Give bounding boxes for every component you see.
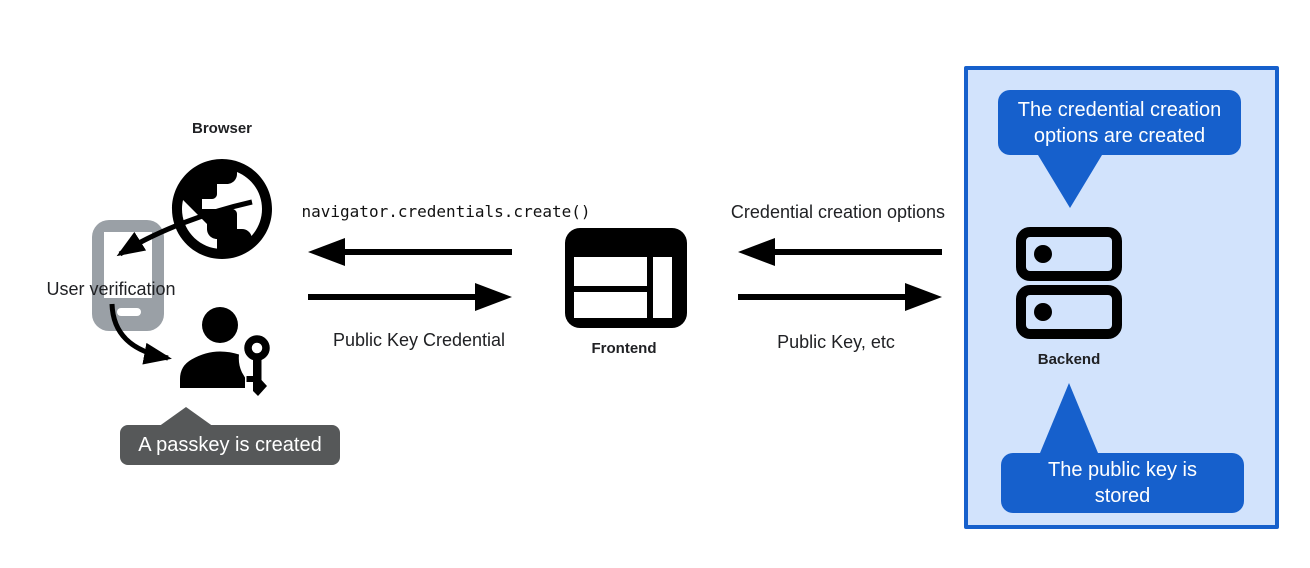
server-icon xyxy=(1016,227,1122,339)
backend-tooltip-top-line1: The credential creation xyxy=(1017,98,1222,121)
arrow-create-call xyxy=(308,238,512,266)
arrow-public-key-etc xyxy=(738,283,942,311)
create-call-label: navigator.credentials.create() xyxy=(301,202,591,221)
arrow-credential-creation-options xyxy=(738,238,942,266)
passkey-tooltip-text: A passkey is created xyxy=(138,433,322,456)
browser-label: Browser xyxy=(191,120,253,137)
user-verification-label: User verification xyxy=(46,279,176,299)
backend-label: Backend xyxy=(1037,351,1101,368)
passkey-user-icon xyxy=(180,307,270,396)
backend-panel: The credential creation options are crea… xyxy=(964,66,1279,529)
phone-icon xyxy=(92,220,164,331)
frontend-label: Frontend xyxy=(591,340,657,357)
backend-tooltip-top: The credential creation options are crea… xyxy=(998,90,1241,155)
credential-creation-options-label: Credential creation options xyxy=(730,202,946,222)
public-key-credential-label: Public Key Credential xyxy=(332,330,506,350)
backend-tooltip-bottom-line2: stored xyxy=(1094,485,1151,507)
passkey-tooltip: A passkey is created xyxy=(120,425,340,465)
passkey-tooltip-pointer-icon xyxy=(158,407,214,427)
backend-tooltip-bottom-pointer-icon xyxy=(1040,383,1098,453)
backend-tooltip-top-pointer-icon xyxy=(1038,155,1102,208)
public-key-etc-label: Public Key, etc xyxy=(777,332,895,352)
frontend-window-icon xyxy=(565,228,687,328)
arrow-public-key-credential xyxy=(308,283,512,311)
globe-icon xyxy=(172,159,272,259)
backend-tooltip-bottom: The public key is stored xyxy=(1001,453,1244,513)
backend-tooltip-top-line2: options are created xyxy=(1033,124,1206,147)
backend-tooltip-bottom-line1: The public key is xyxy=(1048,459,1197,481)
